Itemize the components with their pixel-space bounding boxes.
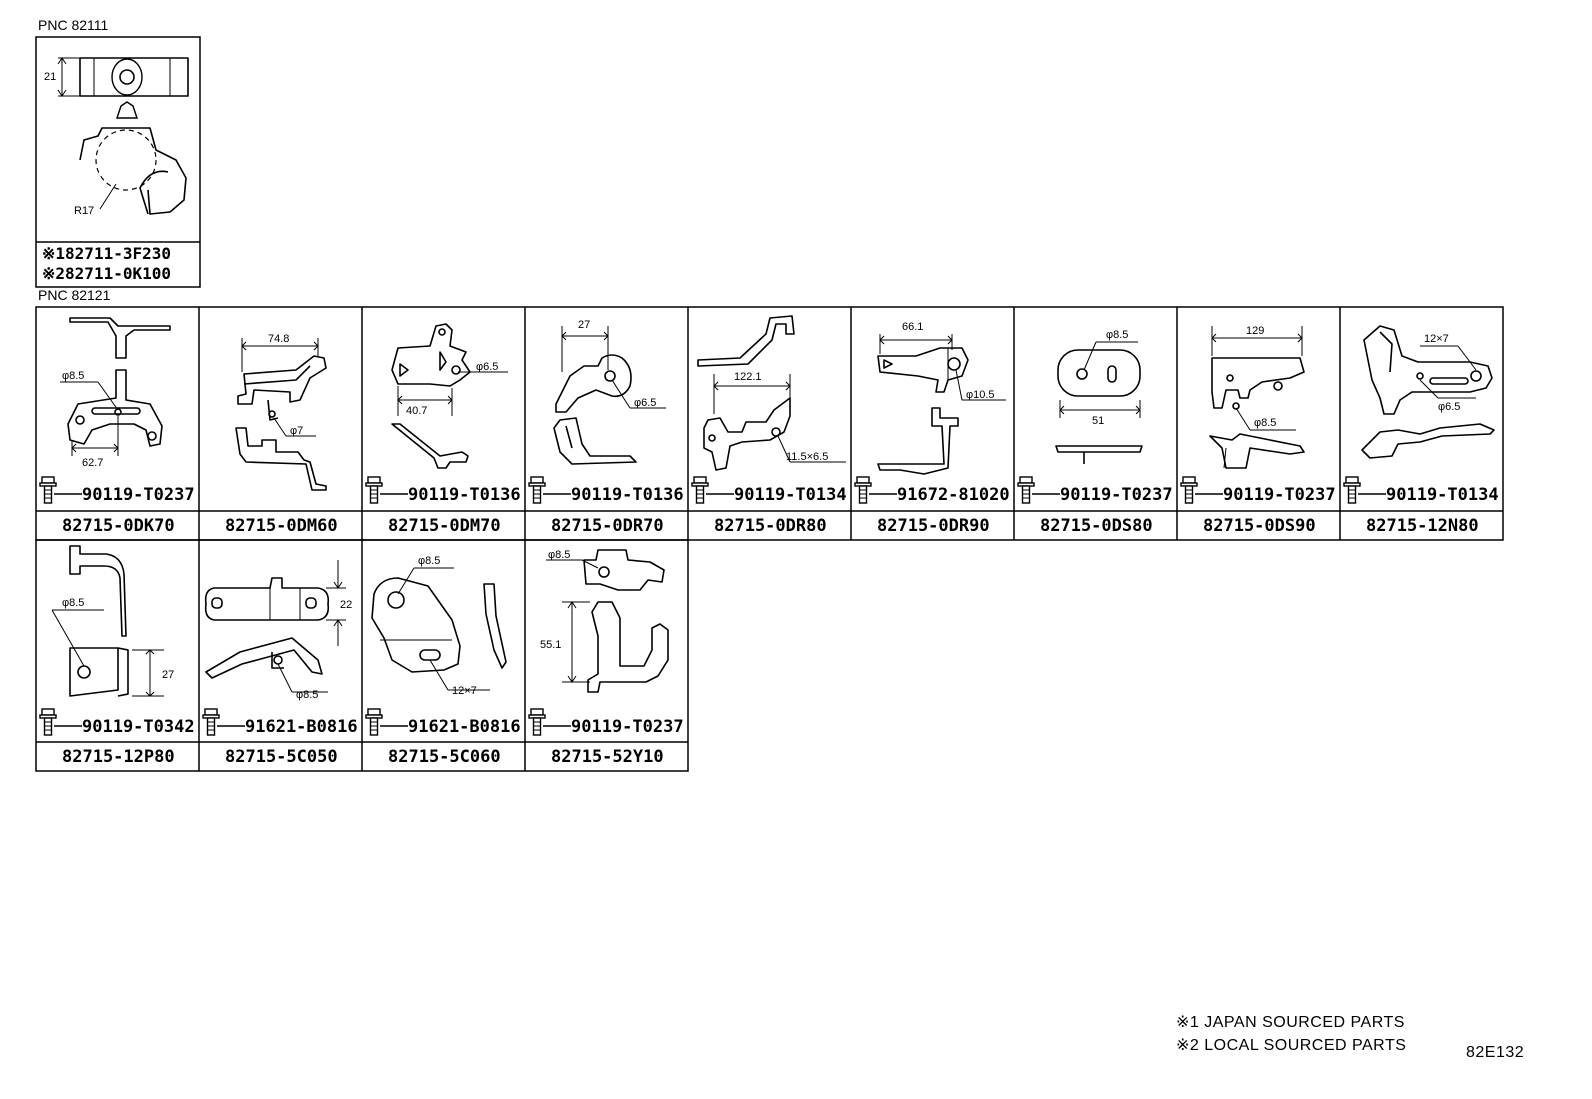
bolt-icon — [691, 476, 709, 504]
part-52y10: 82715-52Y10 — [551, 747, 664, 767]
bolt-0dr70: 90119-T0136 — [571, 485, 684, 505]
dim-0dr90-width: 66.1 — [902, 321, 923, 333]
dim-0dk70-width: 62.7 — [82, 457, 103, 469]
bracket-5c050: 22 φ8.5 — [204, 560, 352, 701]
bolt-0ds90: 90119-T0237 — [1223, 485, 1336, 505]
part-0dk70: 82715-0DK70 — [62, 516, 175, 536]
part-5c050: 82715-5C050 — [225, 747, 338, 767]
dim-5c060-slot: 12×7 — [452, 685, 477, 697]
part-0dr90: 82715-0DR90 — [877, 516, 990, 536]
bolt-icon — [39, 476, 57, 504]
bracket-5c060: φ8.5 12×7 — [371, 555, 507, 697]
bracket-0dr70: 27 φ6.5 — [553, 319, 666, 465]
dim-0dr70-width: 27 — [578, 319, 590, 331]
part-0dm60: 82715-0DM60 — [225, 516, 338, 536]
dim-0ds80-width: 51 — [1092, 415, 1104, 427]
part-0ds90: 82715-0DS90 — [1203, 516, 1316, 536]
dim-0dm60-width: 74.8 — [268, 333, 289, 345]
dim-0dk70-hole: φ8.5 — [62, 370, 84, 382]
part-0ds80: 82715-0DS80 — [1040, 516, 1153, 536]
dim-0ds90-width: 129 — [1246, 325, 1264, 337]
dim-12n80-hole: φ6.5 — [1438, 401, 1460, 413]
bracket-0dm70: 40.7 φ6.5 — [391, 323, 508, 469]
bolt-0ds80: 90119-T0237 — [1060, 485, 1173, 505]
bracket-0dr90: 66.1 φ10.5 — [877, 321, 1006, 475]
bolt-icon — [854, 476, 872, 504]
bolt-0dm70: 90119-T0136 — [408, 485, 521, 505]
clamp-top-view: 21 — [44, 57, 189, 97]
row1-grid — [35, 306, 1504, 541]
bolt-icon — [528, 476, 546, 504]
bolt-0dk70: 90119-T0237 — [82, 485, 195, 505]
dim-12p80-height: 27 — [162, 669, 174, 681]
bracket-0ds80: φ8.5 51 — [1055, 329, 1143, 464]
dim-12p80-hole: φ8.5 — [62, 597, 84, 609]
bolt-52y10: 90119-T0237 — [571, 717, 684, 737]
bracket-12n80: 12×7 φ6.5 — [1361, 325, 1495, 459]
clamp-side-view: R17 — [74, 101, 187, 217]
pnc-label-82121: PNC 82121 — [38, 287, 111, 303]
part-0dr70: 82715-0DR70 — [551, 516, 664, 536]
bolt-icon — [39, 708, 57, 736]
bolt-5c050: 91621-B0816 — [245, 717, 358, 737]
bolt-icon — [528, 708, 546, 736]
dim-52y10-hole: φ8.5 — [548, 549, 570, 561]
dim-12n80-slot: 12×7 — [1424, 333, 1449, 345]
dim-0dr80-slot: 11.5×6.5 — [786, 451, 828, 463]
bolt-5c060: 91621-B0816 — [408, 717, 521, 737]
row2-grid — [35, 539, 689, 772]
note-local-sourced: ※2 LOCAL SOURCED PARTS — [1176, 1037, 1406, 1054]
dim-0dr70-hole: φ6.5 — [634, 397, 656, 409]
bolt-icon — [365, 708, 383, 736]
bracket-0ds90: 129 φ8.5 — [1209, 325, 1305, 469]
bolt-12n80: 90119-T0134 — [1386, 485, 1499, 505]
bracket-52y10: φ8.5 55.1 — [540, 549, 669, 693]
clamp-radius-dim: R17 — [74, 205, 94, 217]
diagram-code: 82E132 — [1466, 1044, 1524, 1061]
part-12p80: 82715-12P80 — [62, 747, 175, 767]
dim-5c050-hole: φ8.5 — [296, 689, 318, 701]
dim-5c060-hole: φ8.5 — [418, 555, 440, 567]
dim-0ds90-hole: φ8.5 — [1254, 417, 1276, 429]
bolt-icon — [365, 476, 383, 504]
dim-0dm60-hole: φ7 — [290, 425, 303, 437]
bracket-0dm60: 74.8 φ7 — [235, 333, 327, 491]
part-0dm70: 82715-0DM70 — [388, 516, 501, 536]
dim-0dm70-hole: φ6.5 — [476, 361, 498, 373]
part-0dr80: 82715-0DR80 — [714, 516, 827, 536]
part-12n80: 82715-12N80 — [1366, 516, 1479, 536]
clamp-box: 21 R17 ※182711-3F230 ※282711-0K100 — [35, 36, 201, 288]
dim-0dr80-width: 122.1 — [734, 371, 762, 383]
bracket-0dr80: 122.1 11.5×6.5 — [697, 315, 846, 471]
dim-0ds80-hole: φ8.5 — [1106, 329, 1128, 341]
bolt-0dr80: 90119-T0134 — [734, 485, 847, 505]
dim-5c050-height: 22 — [340, 599, 352, 611]
bolt-12p80: 90119-T0342 — [82, 717, 195, 737]
bracket-0dk70: φ8.5 62.7 — [60, 317, 171, 469]
part-5c060: 82715-5C060 — [388, 747, 501, 767]
dim-52y10-height: 55.1 — [540, 639, 561, 651]
note-japan-sourced: ※1 JAPAN SOURCED PARTS — [1176, 1014, 1405, 1031]
bolt-icon — [1017, 476, 1035, 504]
bolt-icon — [1343, 476, 1361, 504]
clamp-part-number-2: ※282711-0K100 — [42, 264, 171, 283]
bolt-icon — [1180, 476, 1198, 504]
bolt-0dr90: 91672-81020 — [897, 485, 1010, 505]
dim-0dr90-hole: φ10.5 — [966, 389, 995, 401]
bracket-12p80: φ8.5 27 — [51, 545, 174, 697]
bolt-icon — [202, 708, 220, 736]
clamp-part-number-1: ※182711-3F230 — [42, 244, 171, 263]
clamp-height-dim: 21 — [44, 71, 56, 83]
dim-0dm70-width: 40.7 — [406, 405, 427, 417]
pnc-label-82111: PNC 82111 — [38, 17, 109, 33]
